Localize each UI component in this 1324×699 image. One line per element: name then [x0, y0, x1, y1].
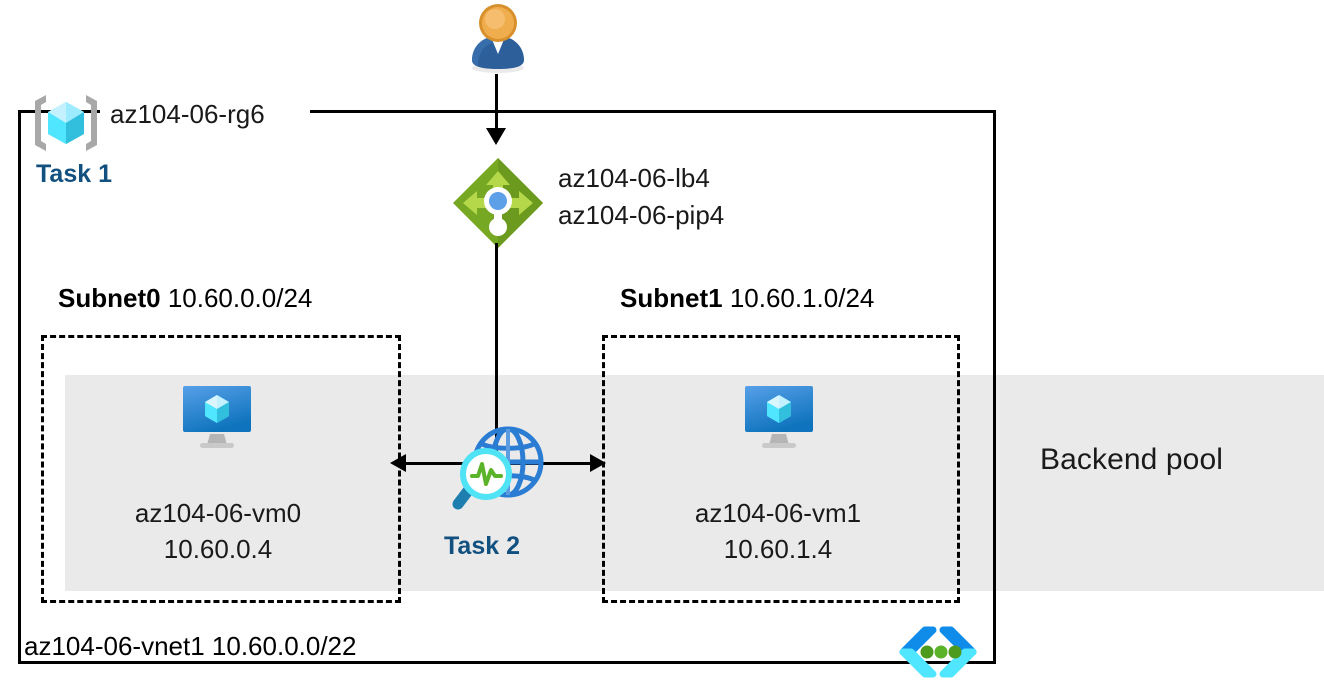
virtual-machine-icon — [179, 384, 255, 450]
user-to-lb-arrowhead — [486, 128, 506, 145]
subnet0-label: Subnet0 10.60.0.0/24 — [58, 283, 312, 314]
resource-group-border-left — [18, 110, 21, 664]
resource-group-border-right — [993, 110, 996, 664]
backend-pool-label: Backend pool — [1040, 443, 1224, 476]
virtual-machine-icon — [741, 384, 817, 450]
subnet1-name: Subnet1 — [620, 283, 723, 313]
lb-to-watcher-connector — [495, 243, 498, 463]
vnet-label: az104-06-vnet1 10.60.0.0/22 — [24, 631, 357, 661]
public-ip-name-label: az104-06-pip4 — [558, 200, 725, 230]
task-2-label: Task 2 — [444, 532, 520, 560]
backend-pool-band — [65, 375, 1324, 591]
subnet1-cidr: 10.60.1.0/24 — [729, 283, 875, 313]
subnet-connector-arrowhead-right — [590, 454, 606, 472]
resource-group-border-bottom — [18, 661, 996, 664]
task-1-label: Task 1 — [36, 160, 112, 188]
resource-group-border-top-right — [310, 110, 996, 113]
vm0-ip-label: 10.60.0.4 — [163, 534, 273, 564]
resource-group-cube-icon — [32, 92, 100, 154]
subnet0-name: Subnet0 — [58, 283, 161, 313]
subnet0-cidr: 10.60.0.0/24 — [167, 283, 313, 313]
user-to-lb-connector — [495, 74, 498, 134]
vm0-name-label: az104-06-vm0 — [134, 498, 302, 528]
load-balancer-name-label: az104-06-lb4 — [558, 163, 710, 193]
vm1-name-label: az104-06-vm1 — [694, 498, 862, 528]
subnet1-label: Subnet1 10.60.1.0/24 — [620, 283, 874, 314]
vnet-connector-icon — [895, 626, 981, 678]
subnet-connector-arrowhead-left — [390, 454, 406, 472]
load-balancer-icon — [450, 155, 546, 251]
network-watcher-globe-icon — [450, 418, 554, 522]
user-person-icon — [462, 2, 534, 74]
resource-group-label: az104-06-rg6 — [110, 99, 265, 129]
vm1-ip-label: 10.60.1.4 — [723, 534, 833, 564]
